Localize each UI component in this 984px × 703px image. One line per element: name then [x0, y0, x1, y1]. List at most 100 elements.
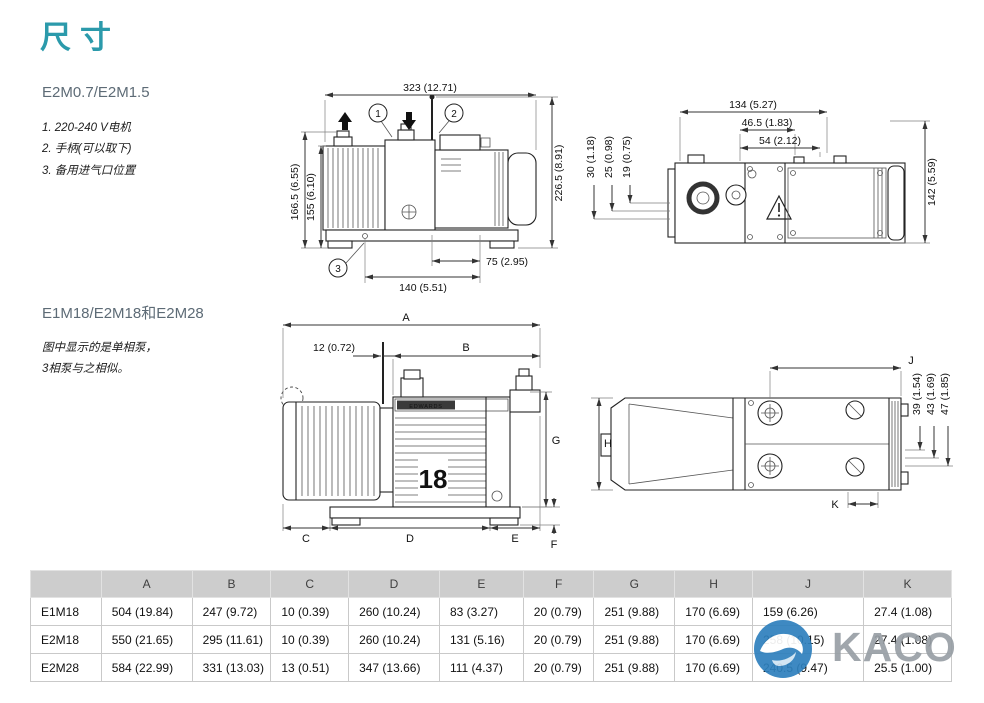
pump-top-outline-group [600, 397, 909, 491]
table-cell: 25.5 (1.00) [863, 653, 952, 682]
table-cell: 27.4 (1.08) [863, 625, 952, 654]
table-cell: 20 (0.79) [522, 597, 595, 626]
table-header-row: A B C D E F G H J K [30, 570, 952, 598]
section1-notes: 1. 220-240 V电机 2. 手柄(可以取下) 3. 备用进气口位置 [42, 118, 135, 182]
base-plate [329, 506, 521, 519]
table-cell: 13 (0.51) [270, 653, 350, 682]
table-header-cell: G [593, 570, 676, 598]
dimension-lines-group: A 12 (0.72) B G C D E F [282, 312, 561, 551]
table-header-cell: H [674, 570, 753, 598]
callout-2-circle [444, 103, 464, 123]
dim-label-width-total: 134 (5.27) [729, 99, 777, 111]
table-cell: 251 (9.88) [593, 597, 676, 626]
dim-label-offset-2: 25 (0.98) [603, 136, 615, 178]
table-cell: 251 (9.88) [593, 625, 676, 654]
outlet-port [725, 184, 747, 206]
table-cell: 27.4 (1.08) [863, 597, 952, 626]
callout-3-label: 3 [335, 264, 341, 275]
table-cell: 240.5 (9.47) [751, 653, 865, 682]
dimension-lines-group: 323 (12.71) 226.5 (8.91) 166.5 (6.55) 15… [289, 82, 565, 294]
table-cell: 159 (6.26) [751, 597, 865, 626]
callout-2-label: 2 [451, 109, 457, 120]
table-row: E1M18 504 (19.84) 247 (9.72) 10 (0.39) 2… [30, 597, 952, 626]
dim-label-width-mid: 46.5 (1.83) [742, 117, 793, 129]
dim-label-J: J [908, 355, 914, 367]
table-row: E2M18 550 (21.65) 295 (11.61) 10 (0.39) … [30, 625, 952, 654]
model-badge: 18 [419, 464, 448, 494]
dim-label-depth: 142 (5.59) [926, 158, 938, 206]
dim-label-offset-1: 30 (1.18) [585, 136, 597, 178]
dim-label-offset-12: 12 (0.72) [313, 342, 355, 354]
table-header-cell: K [863, 570, 952, 598]
dim-label-B: B [462, 342, 469, 354]
table-cell: 331 (13.03) [191, 653, 272, 682]
dim-label-port-3: 47 (1.85) [939, 373, 951, 415]
page-title: 尺寸 [40, 20, 120, 55]
table-cell: 504 (19.84) [100, 597, 193, 626]
table-cell: 258 (10.15) [751, 625, 865, 654]
pump-top-outline-group [667, 154, 906, 244]
table-cell: 247 (9.72) [191, 597, 272, 626]
table-cell: 550 (21.65) [100, 625, 193, 654]
table-cell: 111 (4.37) [438, 653, 524, 682]
inlet-arrow-up-icon [338, 112, 352, 130]
table-cell: 347 (13.66) [348, 653, 440, 682]
table-cell: 170 (6.69) [674, 597, 753, 626]
dim-label-G: G [552, 435, 561, 447]
table-cell: 170 (6.69) [674, 653, 753, 682]
dim-label-H: H [604, 438, 612, 450]
outlet-bracket [509, 389, 541, 413]
drawing4-top-view: H J 39 (1.54) 43 (1.69) 47 (1.85) K [591, 355, 953, 511]
motor [282, 401, 381, 501]
brand-label: EDWARDS [409, 404, 443, 410]
motor [434, 149, 509, 229]
callouts-group: 1 2 3 [328, 103, 464, 278]
model-cell: E2M28 [30, 653, 102, 682]
table-cell: 131 (5.16) [438, 625, 524, 654]
dim-label-port-1: 39 (1.54) [911, 373, 923, 415]
table-header-cell [30, 570, 102, 598]
drawing2-top-view: 134 (5.27) 46.5 (1.83) 54 (2.12) 30 (1.1… [585, 99, 938, 244]
section1-heading: E2M0.7/E2M1.5 [42, 84, 150, 101]
dim-label-height-inner: 155 (6.10) [305, 173, 317, 221]
terminal-box [439, 134, 481, 151]
table-cell: 83 (3.27) [438, 597, 524, 626]
table-header-cell: B [191, 570, 272, 598]
section2-notes: 图中显示的是单相泵， 3相泵与之相似。 [42, 338, 157, 381]
table-row: E2M28 584 (22.99) 331 (13.03) 13 (0.51) … [30, 653, 952, 682]
model-cell: E2M18 [30, 625, 102, 654]
dimension-lines-group: H J 39 (1.54) 43 (1.69) 47 (1.85) K [591, 355, 953, 511]
table-cell: 10 (0.39) [270, 597, 350, 626]
table-header-cell: F [522, 570, 595, 598]
dim-label-C: C [302, 533, 310, 545]
pump-body-group: EDWARDS 18 [280, 342, 541, 526]
drawing3-side-view: EDWARDS 18 A 12 (0.72) B G [280, 312, 561, 551]
note-line: 1. 220-240 V电机 [42, 122, 131, 134]
table-cell: 10 (0.39) [270, 625, 350, 654]
table-header-cell: D [348, 570, 440, 598]
table-cell: 260 (10.24) [348, 597, 440, 626]
table-cell: 251 (9.88) [593, 653, 676, 682]
table-header-cell: A [100, 570, 193, 598]
table-cell: 584 (22.99) [100, 653, 193, 682]
model-cell: E1M18 [30, 597, 102, 626]
table-cell: 295 (11.61) [191, 625, 272, 654]
dim-label-width-inner: 54 (2.12) [759, 135, 801, 147]
table-cell: 260 (10.24) [348, 625, 440, 654]
pump-body-group [322, 94, 537, 249]
outlet-arrow-down-icon [402, 112, 416, 130]
section2-heading: E1M18/E2M18和E2M28 [42, 305, 204, 322]
table-header-cell: J [751, 570, 865, 598]
table-header-cell: E [438, 570, 524, 598]
dim-label-length-total: 323 (12.71) [403, 82, 457, 94]
inlet-port [686, 181, 720, 215]
note-line: 2. 手柄(可以取下) [42, 143, 132, 156]
dim-label-foot-span: 140 (5.51) [399, 282, 447, 294]
dim-label-F: F [551, 539, 558, 551]
note-line: 图中显示的是单相泵， [42, 342, 157, 354]
inlet-port [400, 377, 424, 398]
note-line: 3相泵与之相似。 [42, 363, 129, 376]
dimension-lines-group: 134 (5.27) 46.5 (1.83) 54 (2.12) 30 (1.1… [585, 99, 938, 244]
dim-label-A: A [402, 312, 410, 324]
dim-label-foot-offset: 75 (2.95) [486, 256, 528, 268]
